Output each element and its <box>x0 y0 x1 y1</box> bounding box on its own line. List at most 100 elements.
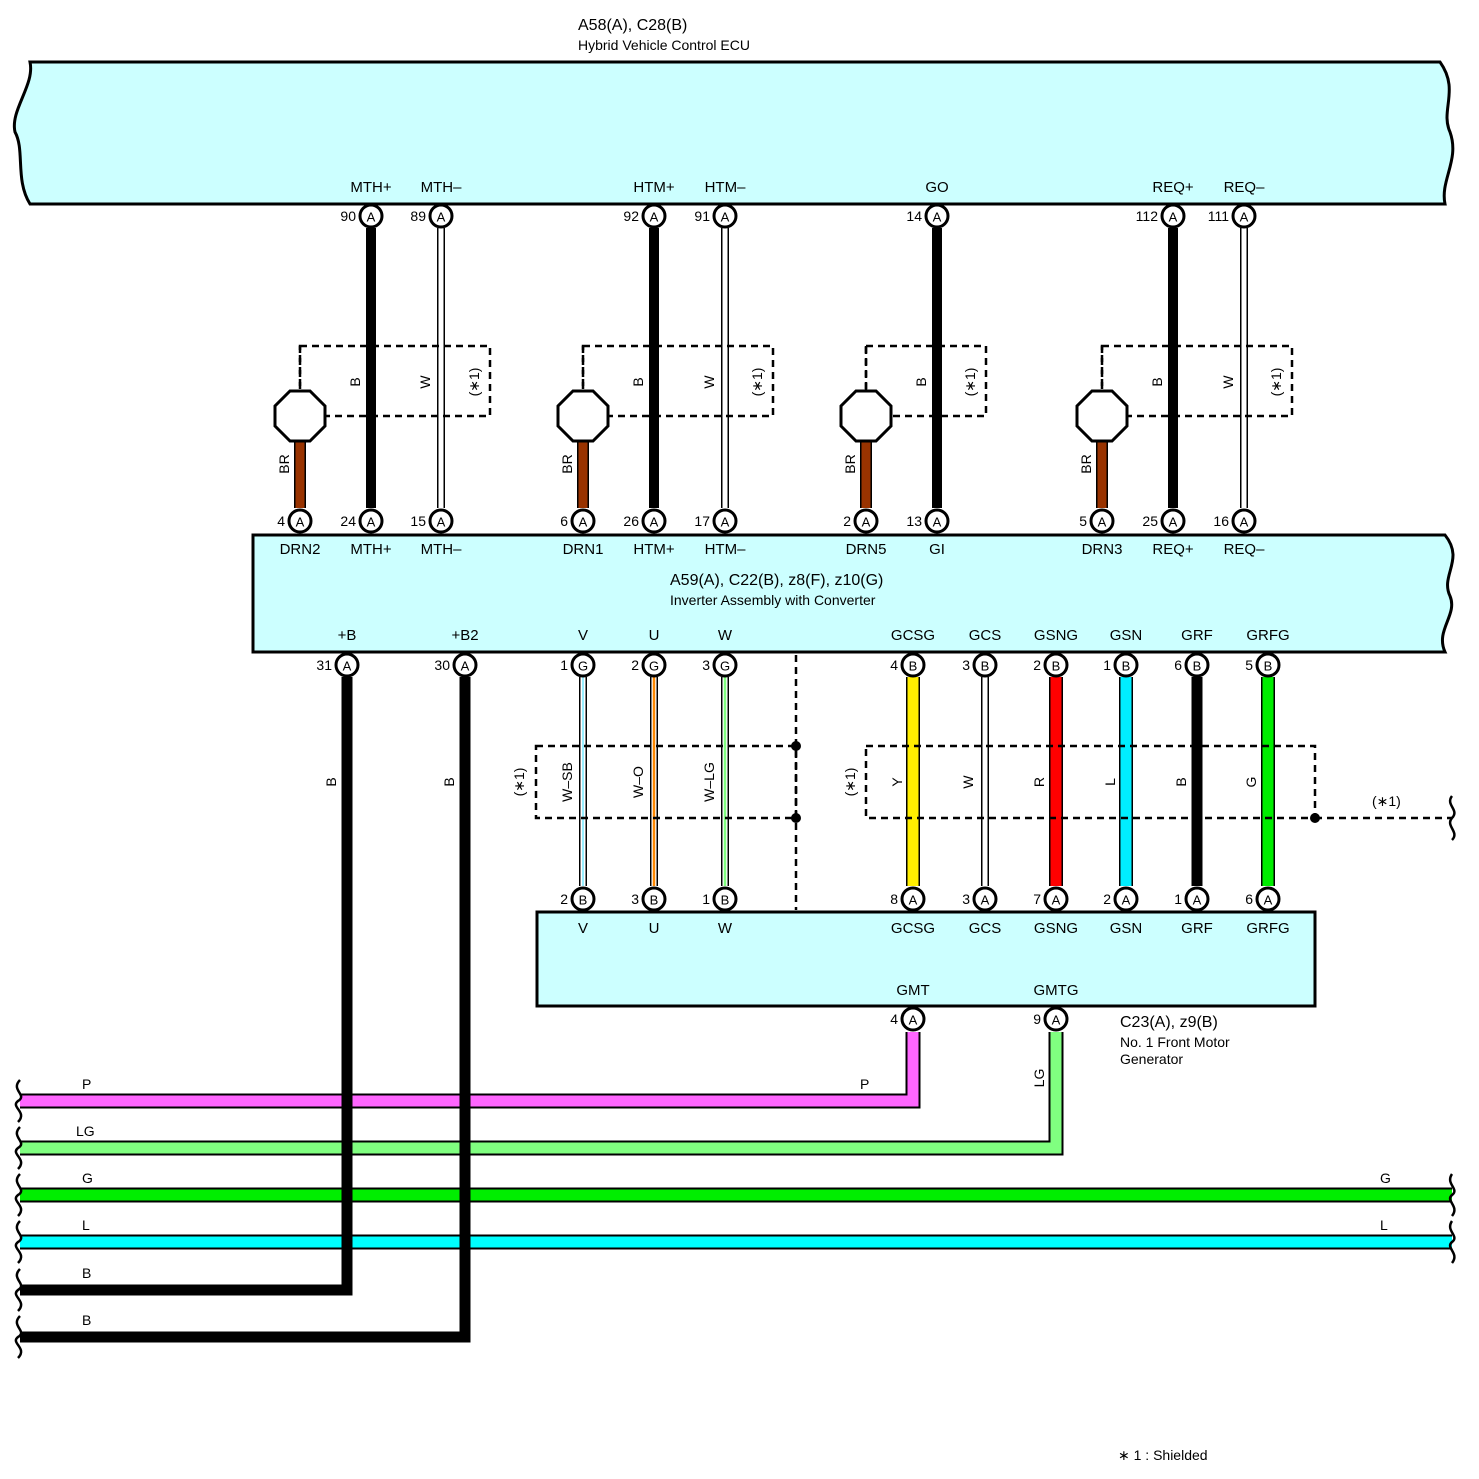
pin-number: 17 <box>694 513 710 529</box>
pin-connector-letter: A <box>1052 893 1061 908</box>
pin-number: 4 <box>890 657 898 673</box>
pin-number: 31 <box>316 657 332 673</box>
pin-number: 15 <box>410 513 426 529</box>
wire-color-label: P <box>860 1076 869 1092</box>
bus-label: P <box>82 1076 91 1092</box>
pin-number: 3 <box>702 657 710 673</box>
inverter-terminal-name: V <box>578 627 588 644</box>
lower-shields: (∗1) <box>534 655 1456 910</box>
shield-label: (∗1) <box>1268 368 1284 397</box>
connector-pin <box>900 652 926 678</box>
pin-connector-letter: A <box>1052 1013 1061 1028</box>
connector-pin <box>334 652 360 678</box>
pin-number: 2 <box>1033 657 1041 673</box>
pin-number: 9 <box>1033 1011 1041 1027</box>
wire-break-icon <box>1448 1220 1456 1264</box>
motor-name-line1: No. 1 Front Motor <box>1120 1034 1230 1050</box>
wire-break-icon <box>1448 1173 1456 1217</box>
wire-color-label: B <box>1149 377 1165 386</box>
pin-connector-letter: A <box>437 210 446 225</box>
pin-connector-letter: A <box>933 515 942 530</box>
pin-number: 3 <box>962 891 970 907</box>
wire-color-label: L <box>1102 778 1118 786</box>
inverter-connector-label: A59(A), C22(B), z8(F), z10(G) <box>670 572 883 589</box>
shield-ground-icon <box>556 389 610 443</box>
connector-pin <box>972 886 998 912</box>
front-motor-generator: C23(A), z9(B) No. 1 Front Motor Generato… <box>535 910 1317 1067</box>
connector-pin <box>452 652 478 678</box>
pin-connector-letter: A <box>367 515 376 530</box>
pin-number: 111 <box>1208 208 1229 224</box>
motor-generator-box <box>535 910 1317 1008</box>
pin-number: 14 <box>906 208 922 224</box>
drain-wire-label: BR <box>842 454 858 473</box>
drain-wire-label: BR <box>559 454 575 473</box>
sensor-wires <box>906 677 1275 886</box>
bus-label: G <box>1380 1170 1391 1186</box>
connector-pin <box>1160 508 1186 534</box>
wire-color-label: B <box>347 377 363 386</box>
inverter-terminal-name: +B2 <box>451 627 478 644</box>
pin-number: 91 <box>694 208 710 224</box>
wire-color-label: B <box>1173 777 1189 786</box>
pin-connector-letter: B <box>1122 659 1131 674</box>
wire-color-label: B <box>323 777 339 786</box>
wire-color-label: LG <box>1031 1069 1047 1088</box>
wire-color-label: W–O <box>630 766 646 798</box>
phase-shield-box <box>534 744 798 820</box>
connector-pin <box>570 652 596 678</box>
connector-pin <box>900 1006 926 1032</box>
pin-number: 8 <box>890 891 898 907</box>
motor-terminal-name: GSN <box>1110 920 1143 937</box>
ecu-connector-label: A58(A), C28(B) <box>578 17 687 34</box>
inverter-terminal-name: GSNG <box>1034 627 1078 644</box>
ecu-terminal-name: MTH+ <box>350 179 391 196</box>
connector-pin <box>853 508 879 534</box>
connector-pin <box>570 508 596 534</box>
ecu-terminal-name: MTH– <box>421 179 462 196</box>
pin-connector-letter: A <box>909 1013 918 1028</box>
pin-connector-letter: B <box>909 659 918 674</box>
pin-number: 30 <box>434 657 450 673</box>
connector-pin <box>1089 508 1115 534</box>
pin-number: 2 <box>843 513 851 529</box>
connector-pin <box>1184 652 1210 678</box>
inverter-terminal-name: U <box>649 627 660 644</box>
shield-ground-icon <box>273 389 327 443</box>
connector-pin <box>1043 886 1069 912</box>
shield-box <box>298 344 492 418</box>
pin-connector-letter: A <box>933 210 942 225</box>
wire-color-label: G <box>1243 777 1259 788</box>
inverter-name: Inverter Assembly with Converter <box>670 592 876 608</box>
pin-connector-letter: G <box>649 659 659 674</box>
connector-pin <box>1160 203 1186 229</box>
inverter-terminal-name: +B <box>338 627 357 644</box>
pin-connector-letter: A <box>579 515 588 530</box>
motor-connector-label: C23(A), z9(B) <box>1120 1014 1218 1031</box>
ecu-terminal-name: GO <box>925 179 948 196</box>
pin-number: 26 <box>623 513 639 529</box>
pin-connector-letter: B <box>981 659 990 674</box>
pin-number: 5 <box>1245 657 1253 673</box>
bus-label: LG <box>76 1123 95 1139</box>
motor-terminal-name: GRFG <box>1246 920 1289 937</box>
connector-pin <box>358 203 384 229</box>
connector-pin <box>570 886 596 912</box>
pin-connector-letter: B <box>1052 659 1061 674</box>
connector-pin <box>1184 886 1210 912</box>
connector-pin <box>924 508 950 534</box>
bus-label: G <box>82 1170 93 1186</box>
pin-number: 4 <box>890 1011 898 1027</box>
bus-lg <box>20 1032 1062 1154</box>
motor-terminal-name: V <box>578 920 588 937</box>
pin-connector-letter: A <box>721 515 730 530</box>
motor-terminal-name: GMT <box>896 982 929 999</box>
wire-color-label: B <box>913 377 929 386</box>
inverter-terminal-name: GRFG <box>1246 627 1289 644</box>
pin-number: 7 <box>1033 891 1041 907</box>
wire-color-label: Y <box>889 777 905 787</box>
inverter-terminal-name: GCSG <box>891 627 935 644</box>
pin-connector-letter: A <box>1240 515 1249 530</box>
inverter-terminal-name: MTH– <box>421 541 462 558</box>
wire-color-label: W–LG <box>701 762 717 802</box>
